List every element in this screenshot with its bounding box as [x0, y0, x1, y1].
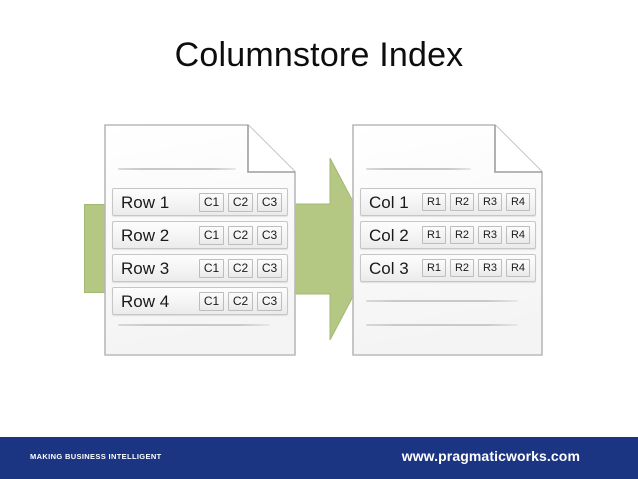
- page-rule-line: [366, 168, 471, 170]
- column-label: Col 3: [369, 258, 409, 278]
- cell-chip: R4: [506, 226, 530, 244]
- cell-chip: C2: [228, 192, 253, 212]
- cell-chip: C3: [257, 291, 282, 311]
- cell-chip-group: R1 R2 R3 R4: [422, 226, 530, 244]
- cell-chip: R1: [422, 193, 446, 211]
- footer-tagline: MAKING BUSINESS INTELLIGENT: [30, 452, 162, 461]
- page-rule-line: [118, 324, 270, 326]
- cell-chip: C2: [228, 225, 253, 245]
- cell-chip: R3: [478, 193, 502, 211]
- column-label: Col 1: [369, 192, 409, 212]
- cell-chip-group: C1 C2 C3: [199, 225, 282, 245]
- row-label: Row 4: [121, 291, 170, 311]
- cell-chip-group: C1 C2 C3: [199, 192, 282, 212]
- page-rule-line: [118, 168, 236, 170]
- cell-chip-group: R1 R2 R3 R4: [422, 193, 530, 211]
- row-label: Row 3: [121, 258, 170, 278]
- cell-chip: C3: [257, 258, 282, 278]
- table-row[interactable]: Row 4 C1 C2 C3: [112, 287, 288, 315]
- cell-chip: C1: [199, 192, 224, 212]
- cell-chip: C2: [228, 291, 253, 311]
- cell-chip: C3: [257, 192, 282, 212]
- cell-chip: R2: [450, 193, 474, 211]
- page-rule-line: [366, 324, 518, 326]
- cell-chip: R3: [478, 259, 502, 277]
- table-row[interactable]: Row 3 C1 C2 C3: [112, 254, 288, 282]
- column-store-document: Col 1 R1 R2 R3 R4 Col 2 R1 R2 R3 R4 Col …: [352, 124, 543, 356]
- cell-chip: R4: [506, 193, 530, 211]
- cell-chip-group: R1 R2 R3 R4: [422, 259, 530, 277]
- row-label: Row 1: [121, 192, 170, 212]
- page-title: Columnstore Index: [174, 36, 464, 74]
- cell-chip: C1: [199, 291, 224, 311]
- cell-chip: C1: [199, 258, 224, 278]
- cell-chip: R4: [506, 259, 530, 277]
- cell-chip: C3: [257, 225, 282, 245]
- cell-chip-group: C1 C2 C3: [199, 258, 282, 278]
- cell-chip-group: C1 C2 C3: [199, 291, 282, 311]
- table-row[interactable]: Row 2 C1 C2 C3: [112, 221, 288, 249]
- cell-chip: C1: [199, 225, 224, 245]
- cell-chip: R1: [422, 226, 446, 244]
- table-row[interactable]: Row 1 C1 C2 C3: [112, 188, 288, 216]
- footer-website-link[interactable]: www.pragmaticworks.com: [401, 448, 580, 464]
- column-label: Col 2: [369, 225, 409, 245]
- cell-chip: R2: [450, 259, 474, 277]
- cell-chip: R2: [450, 226, 474, 244]
- row-label: Row 2: [121, 225, 170, 245]
- row-store-document: Row 1 C1 C2 C3 Row 2 C1 C2 C3 Row 3 C1 C…: [104, 124, 296, 356]
- table-row[interactable]: Col 1 R1 R2 R3 R4: [360, 188, 536, 216]
- footer-bar: MAKING BUSINESS INTELLIGENT www.pragmati…: [0, 437, 638, 479]
- cell-chip: R1: [422, 259, 446, 277]
- table-row[interactable]: Col 3 R1 R2 R3 R4: [360, 254, 536, 282]
- arrow-tail-icon: [84, 204, 105, 293]
- page-rule-line: [366, 300, 518, 302]
- table-row[interactable]: Col 2 R1 R2 R3 R4: [360, 221, 536, 249]
- cell-chip: R3: [478, 226, 502, 244]
- cell-chip: C2: [228, 258, 253, 278]
